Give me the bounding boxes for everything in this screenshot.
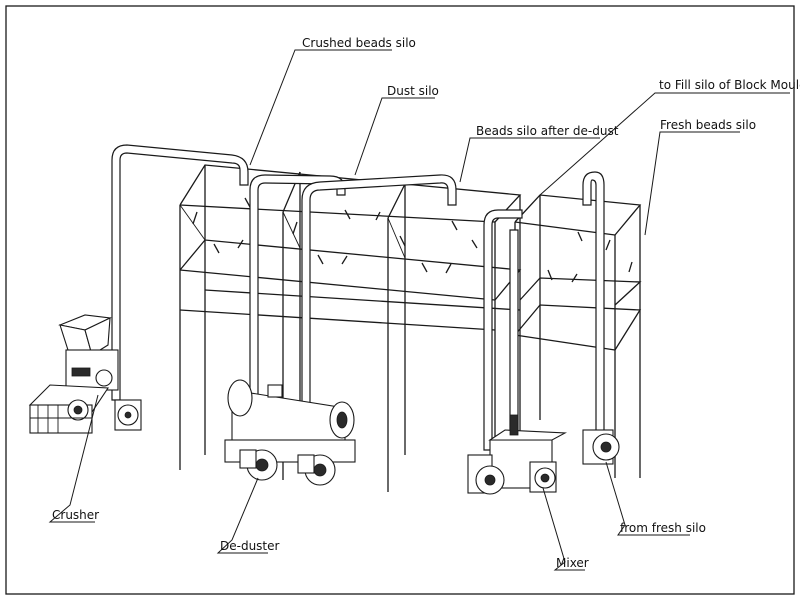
silo-wall: [282, 211, 301, 249]
mixer-pipe: [483, 209, 523, 451]
de-duster-motor-1: [239, 449, 257, 469]
label-de-duster: De-duster: [220, 539, 280, 553]
leader-beads-silo: [459, 137, 600, 183]
crusher-blower-hub: [124, 411, 132, 419]
silo-frame-top-back: [179, 164, 522, 223]
fresh-silo-bottom: [514, 304, 642, 351]
de-duster-fan-1-hub: [255, 458, 269, 472]
label-crushed-beads-silo: Crushed beads silo: [302, 36, 416, 50]
leader-lines: [48, 49, 790, 571]
silo-divider-top-2: [387, 183, 406, 219]
de-duster-machine: [224, 379, 356, 486]
leader-fill-silo: [539, 92, 790, 196]
label-from-fresh-silo: from fresh silo: [620, 521, 706, 535]
labels: Crushed beads silo Dust silo to Fill sil…: [52, 36, 800, 570]
crusher-frame-lines: [30, 405, 92, 433]
silo-frame: [179, 164, 522, 492]
leader-mixer: [542, 487, 585, 571]
de-duster-motor-2: [297, 454, 315, 474]
silo-frame-mid-back: [179, 239, 522, 301]
crusher-motor: [95, 369, 113, 387]
silo-wall: [387, 217, 406, 259]
de-duster-fan-2-hub: [313, 463, 327, 477]
mixer-machine: [467, 414, 567, 495]
label-fresh-beads-silo: Fresh beads silo: [660, 118, 756, 132]
mixer-fan-right-hub: [540, 473, 550, 483]
fresh-silo-mid: [519, 277, 642, 306]
mixer-fan-left-hub: [484, 474, 496, 486]
de-duster-end-cap-left: [227, 379, 253, 417]
fresh-silo-brackets: [547, 231, 633, 283]
crushed-beads-pipe: [111, 144, 249, 401]
leader-dust-silo: [354, 97, 435, 176]
pipes: [111, 144, 605, 451]
de-duster-inlet: [267, 384, 283, 398]
crusher-wheel-hub: [73, 405, 83, 415]
label-crusher: Crusher: [52, 508, 99, 522]
silo-brackets: [192, 197, 478, 274]
label-dust-silo: Dust silo: [387, 84, 439, 98]
dust-silo-pipe: [249, 174, 346, 441]
fill-silo-pipe: [582, 171, 605, 436]
mixer-top: [488, 429, 567, 441]
leader-fresh-beads-silo: [644, 131, 740, 236]
silo-frame-low-front: [179, 309, 496, 331]
drawing-border: [5, 5, 795, 595]
silo-wall: [179, 204, 206, 241]
fresh-beads-blower: [582, 429, 620, 465]
crusher-plate: [71, 367, 91, 377]
de-duster-port: [336, 411, 348, 429]
leader-from-fresh-silo: [605, 461, 690, 536]
silo-frame-top-front: [179, 204, 496, 223]
leader-de-duster: [216, 477, 268, 554]
label-fill-silo-block-mould: to Fill silo of Block Mould: [659, 78, 800, 92]
label-mixer: Mixer: [556, 556, 589, 570]
leader-crushed-beads-silo: [249, 49, 392, 166]
leader-crusher: [48, 394, 99, 523]
vertical-feed-pipe: [509, 229, 519, 441]
fresh-blower-hub: [600, 441, 612, 453]
label-beads-silo-after-dedust: Beads silo after de-dust: [476, 124, 619, 138]
crusher-hopper-side: [84, 317, 111, 356]
silo-frame-mid-front: [179, 269, 496, 301]
crusher-machine: [28, 314, 142, 434]
fresh-silo-top: [514, 194, 642, 236]
mixer-agitator: [509, 414, 519, 436]
beads-silo-pipe: [301, 174, 457, 441]
